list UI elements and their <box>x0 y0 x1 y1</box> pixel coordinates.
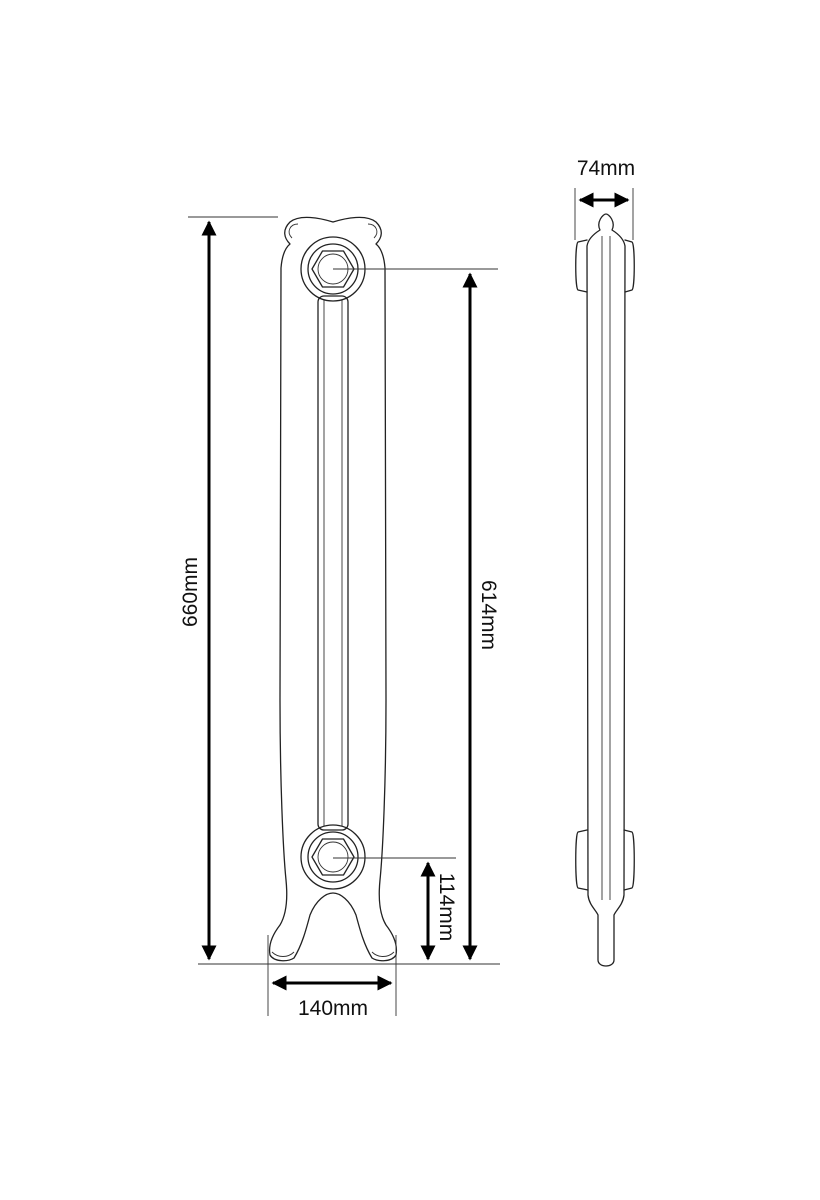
width-dimension: 140mm <box>267 935 397 1020</box>
overall-height-label: 660mm <box>179 557 202 627</box>
foot-right-detail <box>371 951 395 957</box>
bottom-connection-boss <box>300 824 366 890</box>
front-central-column <box>317 295 349 831</box>
side-bottom-hub-right <box>623 829 635 891</box>
depth-dimension: 74mm <box>574 157 635 240</box>
lower-connection-label: 114mm <box>435 873 458 941</box>
side-bottom-hub-left <box>575 829 589 891</box>
front-body-outline <box>268 216 398 962</box>
pipe-centres-label: 614mm <box>477 580 500 650</box>
side-view <box>575 213 635 967</box>
width-label: 140mm <box>298 997 368 1020</box>
top-curl-detail <box>288 223 378 239</box>
side-top-hub-left <box>575 239 588 293</box>
lower-connection-dimension: 114mm <box>333 857 458 961</box>
pipe-centres-dimension: 614mm <box>333 268 500 961</box>
foot-left-detail <box>271 951 295 957</box>
side-top-hub-right <box>624 239 635 293</box>
depth-label: 74mm <box>577 157 635 180</box>
front-view <box>268 216 398 962</box>
overall-height-dimension: 660mm <box>179 216 500 965</box>
side-body-outline <box>586 213 626 967</box>
